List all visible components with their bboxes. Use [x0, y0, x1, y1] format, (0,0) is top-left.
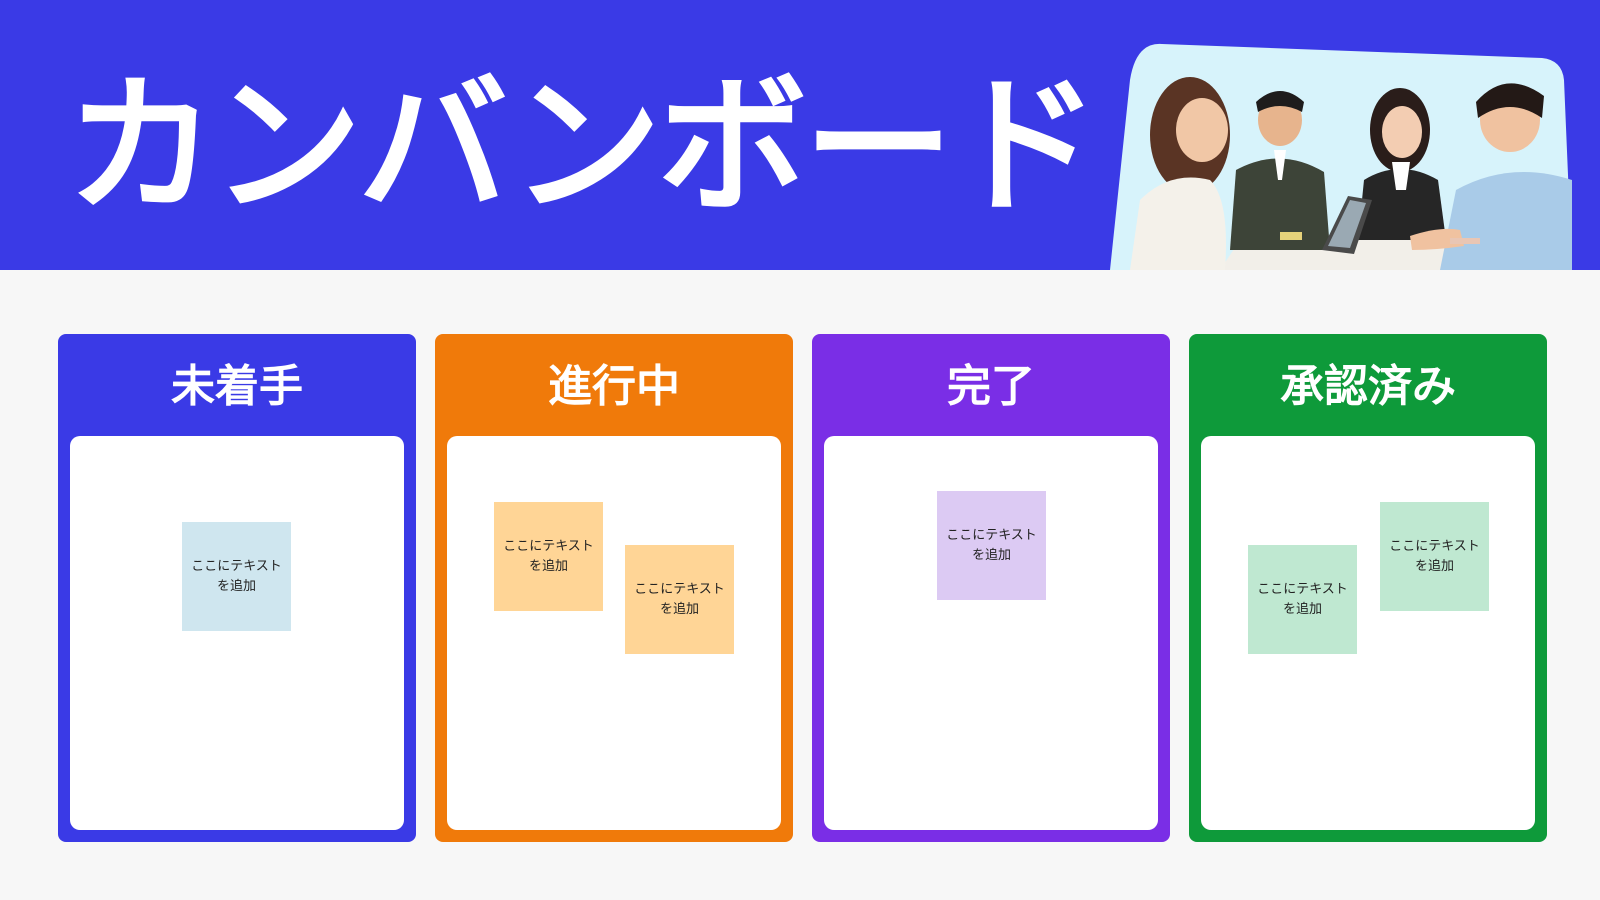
sticky-note[interactable]: ここにテキスト を追加 [494, 502, 603, 611]
note-text-line2: を追加 [216, 578, 256, 594]
sticky-note[interactable]: ここにテキスト を追加 [182, 522, 291, 631]
page-title: カンバンボード [66, 60, 1100, 234]
sticky-note[interactable]: ここにテキスト を追加 [1248, 545, 1357, 654]
note-text-line2: を追加 [1282, 601, 1322, 617]
column-done: 完了 ここにテキスト を追加 [812, 334, 1170, 842]
note-text-line1: ここにテキスト [1257, 581, 1348, 597]
note-text-line2: を追加 [528, 558, 568, 574]
note-text-line2: を追加 [971, 547, 1011, 563]
column-title: 未着手 [171, 361, 303, 412]
note-text-line1: ここにテキスト [191, 558, 282, 574]
sticky-note[interactable]: ここにテキスト を追加 [937, 491, 1046, 600]
column-body: ここにテキスト を追加 ここにテキスト を追加 [1201, 436, 1535, 830]
sticky-note[interactable]: ここにテキスト を追加 [1380, 502, 1489, 611]
team-meeting-photo [1110, 40, 1600, 270]
column-title: 進行中 [548, 361, 680, 412]
column-approved: 承認済み ここにテキスト を追加 ここにテキスト を追加 [1189, 334, 1547, 842]
note-text-line1: ここにテキスト [503, 538, 594, 554]
column-title: 承認済み [1280, 361, 1456, 412]
column-body: ここにテキスト を追加 ここにテキスト を追加 [447, 436, 781, 830]
column-not-started: 未着手 ここにテキスト を追加 [58, 334, 416, 842]
note-text-line2: を追加 [1414, 558, 1454, 574]
column-title: 完了 [947, 361, 1035, 412]
note-text-line1: ここにテキスト [1389, 538, 1480, 554]
note-text-line2: を追加 [659, 601, 699, 617]
note-text-line1: ここにテキスト [634, 581, 725, 597]
sticky-note[interactable]: ここにテキスト を追加 [625, 545, 734, 654]
column-body: ここにテキスト を追加 [824, 436, 1158, 830]
note-text-line1: ここにテキスト [946, 527, 1037, 543]
column-in-progress: 進行中 ここにテキスト を追加 ここにテキスト を追加 [435, 334, 793, 842]
header-banner: カンバンボード [0, 0, 1600, 270]
column-body: ここにテキスト を追加 [70, 436, 404, 830]
